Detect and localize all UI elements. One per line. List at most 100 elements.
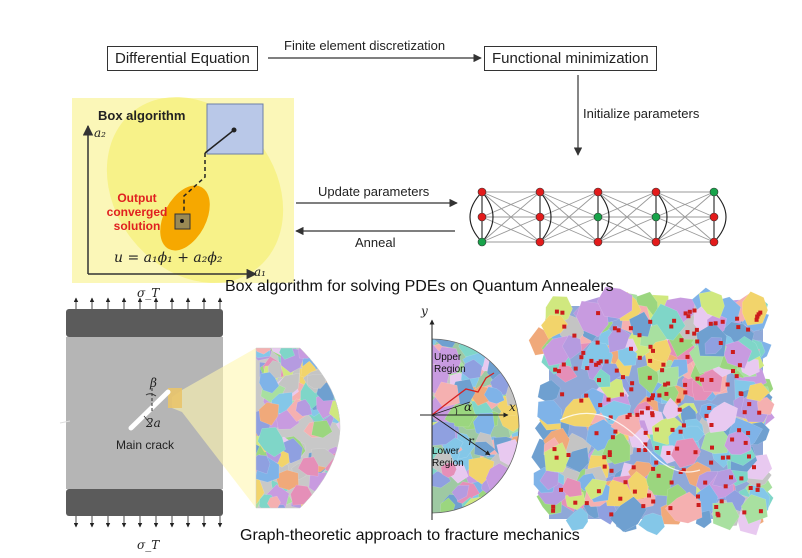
graph-node (686, 314, 691, 319)
grain (637, 512, 665, 536)
graph-node (756, 483, 761, 488)
graph-node (631, 465, 636, 470)
graph-node (757, 410, 762, 415)
lower-region-line-1: Lower (432, 446, 460, 457)
box-path-start (231, 127, 237, 133)
grain (486, 499, 510, 513)
grain (757, 396, 775, 415)
grain (742, 291, 768, 326)
qubit-coupler (539, 216, 599, 243)
grain (258, 402, 280, 426)
graph-node (602, 464, 607, 469)
qubit-node (593, 212, 603, 222)
grain (517, 358, 519, 375)
graph-node (596, 489, 601, 494)
initialize-label: Initialize parameters (583, 106, 700, 121)
graph-node (554, 455, 559, 460)
grip-bottom (66, 489, 223, 516)
graph-node (584, 393, 589, 398)
graph-node (669, 480, 674, 485)
graph-node (606, 397, 611, 402)
grain (432, 339, 441, 349)
alpha-label: α (464, 400, 473, 414)
graph-node (656, 473, 661, 478)
graph-node (610, 435, 615, 440)
graph-node (621, 375, 625, 380)
grain (324, 351, 341, 368)
graph-node (607, 453, 612, 457)
graph-node (595, 340, 600, 345)
grain (565, 507, 589, 531)
graph-node (637, 355, 642, 360)
tension-arrows-top (73, 297, 223, 309)
graph-node (573, 366, 578, 371)
graph-node (648, 358, 653, 363)
grain (336, 348, 341, 358)
graph-node (736, 325, 741, 330)
grain (297, 456, 319, 477)
beta-arc (145, 393, 157, 397)
graph-node (614, 368, 619, 373)
graph-node (647, 375, 652, 380)
graph-node (743, 440, 748, 445)
graph-node (562, 324, 567, 329)
graph-node (654, 446, 659, 450)
graph-node (725, 382, 730, 387)
graph-node (551, 504, 556, 509)
graph-node (566, 453, 571, 457)
graph-node (695, 376, 700, 381)
two-a-label: 2a (146, 416, 161, 430)
graph-node (709, 423, 714, 427)
graph-node (645, 406, 650, 411)
alpha-arc (454, 406, 458, 416)
grain (561, 477, 583, 498)
graph-node (679, 338, 684, 343)
lower-region-line-2: Region (432, 458, 464, 469)
grain (256, 348, 271, 355)
graph-node (618, 496, 623, 501)
grain (315, 485, 334, 508)
grain (670, 437, 701, 469)
graph-node (594, 362, 599, 367)
grain (512, 373, 519, 395)
grain (311, 420, 333, 439)
graph-node (643, 442, 648, 447)
grain (337, 498, 341, 508)
graph-node (654, 460, 659, 465)
graph-node (723, 484, 728, 489)
grain (724, 430, 752, 455)
graph-node (713, 321, 718, 326)
grain (629, 311, 652, 337)
qubit-coupler (539, 191, 599, 243)
grain (746, 382, 770, 402)
graph-node (646, 397, 651, 402)
grain (648, 339, 672, 363)
graph-node (755, 487, 760, 492)
qubit-coupler (655, 191, 715, 243)
graph-node (598, 359, 603, 364)
graph-node (639, 410, 644, 415)
sigma-bottom-label: σ_T (137, 538, 159, 552)
qubit-node (535, 237, 545, 247)
grain (664, 491, 703, 524)
qubit-node (593, 187, 603, 197)
tension-arrows-bottom (73, 516, 223, 528)
graph-node (685, 330, 690, 335)
grain (510, 464, 519, 486)
graph-node (559, 487, 563, 492)
grain (267, 495, 281, 508)
upper-region-label: Upper Region (434, 352, 466, 376)
x-axis-label: x (509, 400, 516, 414)
graph-node (604, 359, 609, 364)
semicircle-domain (420, 319, 520, 520)
graph-node (607, 450, 612, 455)
graph-node (747, 454, 751, 459)
graph-node (627, 412, 632, 417)
graph-node (581, 350, 586, 355)
graph-node (666, 381, 671, 386)
a2-axis-label: a₂ (94, 126, 106, 140)
caption-top: Box algorithm for solving PDEs on Quantu… (225, 278, 614, 295)
grain (434, 339, 458, 348)
grain (704, 337, 722, 355)
graph-node (663, 382, 668, 387)
